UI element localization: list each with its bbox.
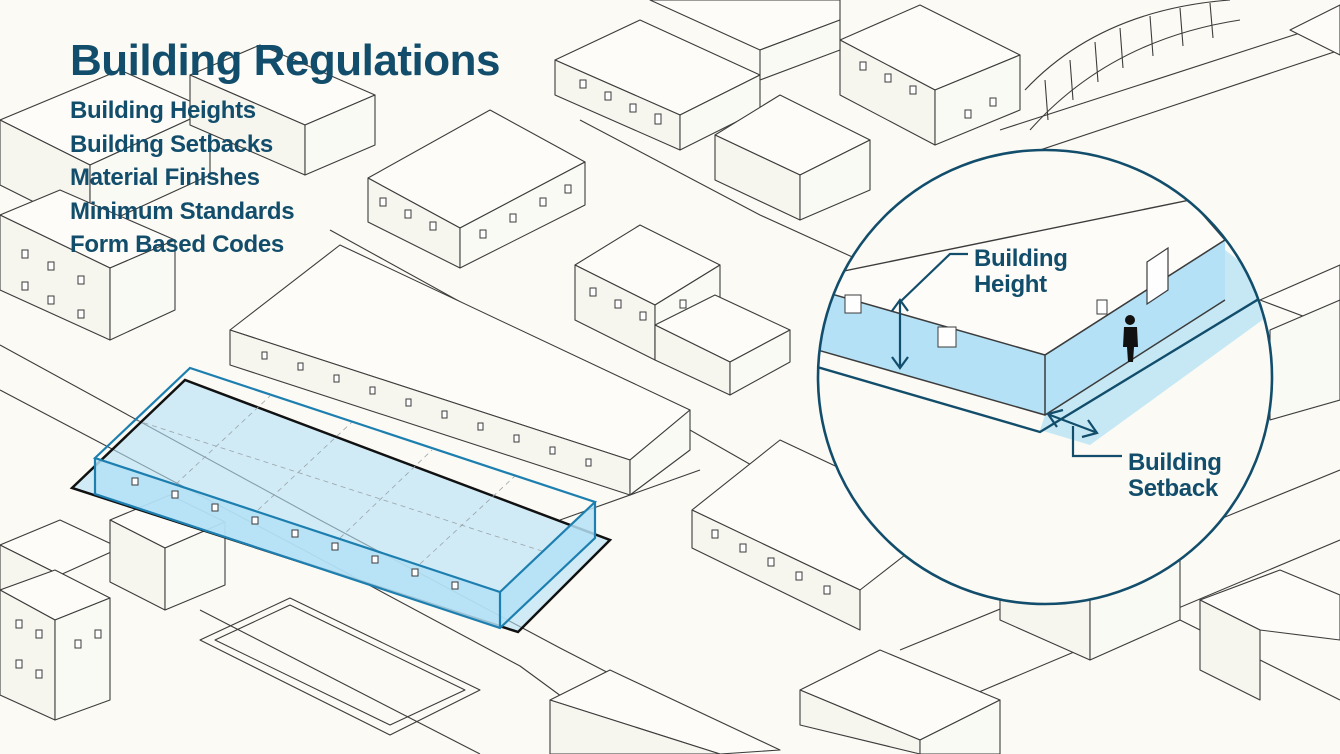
building-long-middle: [229, 244, 691, 496]
detail-curb-line: [818, 278, 1272, 434]
detail-wall-front: [818, 285, 1045, 415]
building-bottom-row: [549, 649, 1001, 754]
building-bottom-left: [0, 519, 121, 721]
highlighted-wall-front: [95, 458, 500, 628]
arched-structure: [1024, 0, 1241, 131]
height-leader-line: [899, 252, 968, 303]
callout-setback-line1: Building: [1128, 449, 1222, 476]
highlighted-building: [69, 366, 613, 634]
magnifier-detail: [816, 148, 1274, 606]
highlighted-outline: [92, 366, 598, 630]
building-left-mid: [0, 189, 176, 341]
building-right-middle: [654, 294, 791, 396]
callout-height-line2: Height: [974, 271, 1047, 298]
setback-leader-line: [1071, 426, 1122, 458]
highlighted-wall-side: [500, 502, 595, 628]
detail-setback-strip: [1040, 250, 1272, 445]
building-mid-warehouse: [714, 94, 871, 221]
building-central-top: [367, 109, 586, 269]
callout-setback-line2: Setback: [1128, 475, 1218, 502]
callout-building-setback: Building Setback: [1128, 450, 1222, 502]
building-left-small: [109, 494, 226, 611]
regulation-item: Minimum Standards: [70, 197, 295, 225]
building-behind-title: [189, 44, 376, 176]
regulation-item: Building Setbacks: [70, 130, 273, 158]
person-silhouette-icon: [1123, 315, 1138, 362]
building-top-center: [649, 0, 841, 81]
building-top-warehouse: [554, 19, 761, 151]
diagram-title: Building Regulations: [70, 36, 500, 85]
regulation-item: Form Based Codes: [70, 231, 284, 258]
regulation-list: Building Heights Building Setbacks Mater…: [70, 94, 500, 262]
building-top-right: [839, 4, 1021, 146]
highlighted-roof-grid: [134, 395, 546, 565]
callout-height-line1: Building: [974, 245, 1068, 272]
callout-building-height: Building Height: [974, 246, 1068, 298]
title-block: Building Regulations Building Heights Bu…: [70, 36, 500, 262]
height-arrow-icon: [891, 298, 909, 370]
detail-door: [1146, 246, 1169, 306]
regulation-item: Building Heights: [70, 97, 256, 124]
setback-arrow-icon: [1046, 408, 1099, 439]
regulation-item: Material Finishes: [70, 164, 260, 191]
magnifier-ring: [816, 148, 1274, 606]
